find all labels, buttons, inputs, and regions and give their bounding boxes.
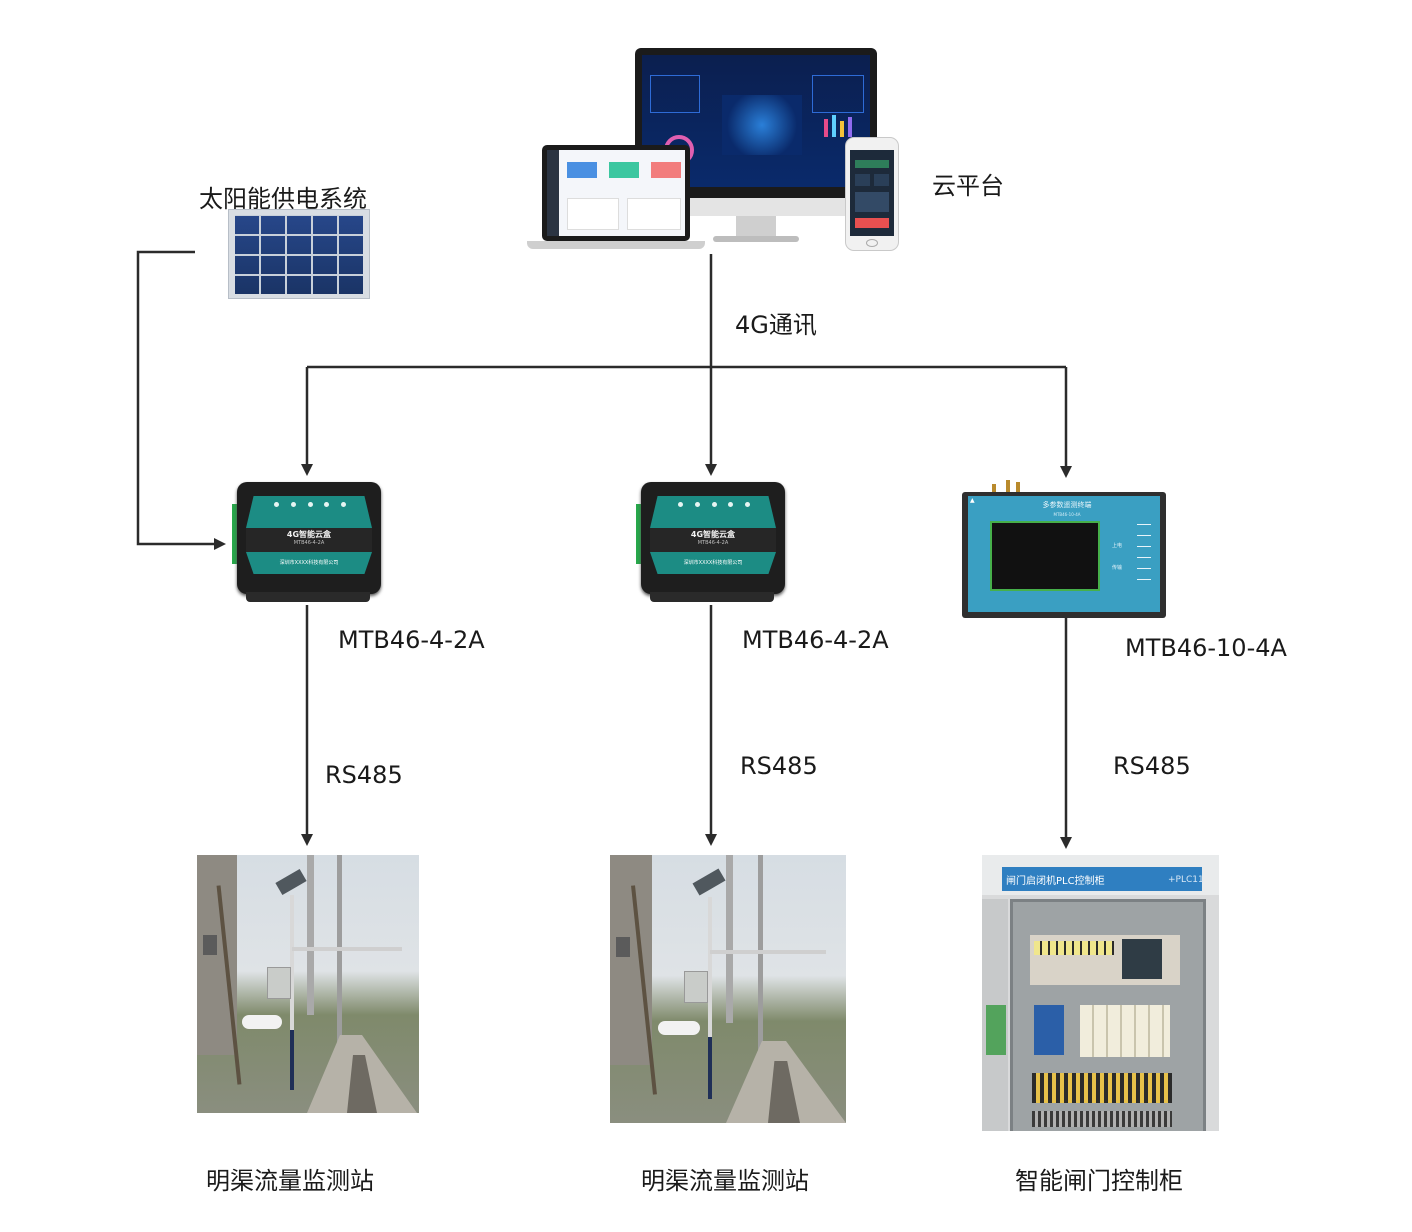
led-indicator	[324, 502, 330, 507]
terminal-panel-title: 多参数遥测终端	[1042, 501, 1092, 509]
solar-panel-icon	[228, 209, 370, 299]
led-indicator	[307, 502, 313, 507]
telemetry-terminal-device: ▲ 多参数遥测终端 MTB46-10-4A 上电 传输	[962, 480, 1166, 618]
channel-station-photo-1	[197, 855, 419, 1113]
solar-label: 太阳能供电系统	[199, 185, 367, 213]
led-indicator	[745, 502, 750, 507]
station-label-2: 明渠流量监测站	[641, 1167, 809, 1195]
terminal-side-label-2: 传输	[1112, 565, 1123, 571]
solar-power-line	[136, 250, 226, 550]
laptop-icon	[527, 145, 705, 253]
device-panel-subtitle: MTB46-4-2A	[293, 540, 325, 546]
led-indicator	[678, 502, 683, 507]
station-label-3: 智能闸门控制柜	[1015, 1167, 1183, 1195]
status-led-row	[678, 502, 750, 510]
status-led-row	[274, 502, 346, 510]
led-indicator	[694, 502, 700, 507]
device-panel-title: 4G智能云盒	[286, 530, 332, 539]
cloud-box-device-2: 4G智能云盒 MTB46-4-2A 深圳市XXXX科技有限公司	[636, 482, 788, 604]
cabinet-tag-text: +PLC11	[1168, 875, 1204, 885]
cloud-platform-label: 云平台	[932, 172, 1004, 200]
device-model-label-3: MTB46-10-4A	[1125, 634, 1287, 662]
device-panel-footer: 深圳市XXXX科技有限公司	[279, 560, 339, 566]
phone-icon	[845, 137, 899, 251]
led-indicator	[290, 502, 296, 507]
device-model-label-1: MTB46-4-2A	[338, 626, 485, 654]
plc-cabinet-photo: 闸门启闭机PLC控制柜 +PLC11	[982, 855, 1219, 1131]
rs485-label-2: RS485	[740, 752, 818, 780]
led-indicator	[711, 502, 717, 507]
device-panel-footer: 深圳市XXXX科技有限公司	[683, 560, 743, 566]
channel-station-photo-2	[610, 855, 846, 1123]
terminal-side-label-1: 上电	[1112, 543, 1123, 549]
led-indicator	[274, 502, 279, 507]
device-model-label-2: MTB46-4-2A	[742, 626, 889, 654]
cabinet-header-text: 闸门启闭机PLC控制柜	[1006, 876, 1105, 887]
cloud-box-device-1: 4G智能云盒 MTB46-4-2A 深圳市XXXX科技有限公司	[232, 482, 384, 604]
cloud-platform-devices	[525, 45, 900, 255]
link-4g-label: 4G通讯	[735, 311, 817, 339]
device-panel-title: 4G智能云盒	[690, 530, 736, 539]
led-indicator	[728, 502, 734, 507]
station-label-1: 明渠流量监测站	[206, 1167, 374, 1195]
terminal-panel-subtitle: MTB46-10-4A	[1053, 512, 1081, 517]
led-indicator	[341, 502, 346, 507]
rs485-label-3: RS485	[1113, 752, 1191, 780]
terminal-screen	[990, 521, 1100, 591]
device-panel-subtitle: MTB46-4-2A	[697, 540, 729, 546]
rs485-label-1: RS485	[325, 761, 403, 789]
